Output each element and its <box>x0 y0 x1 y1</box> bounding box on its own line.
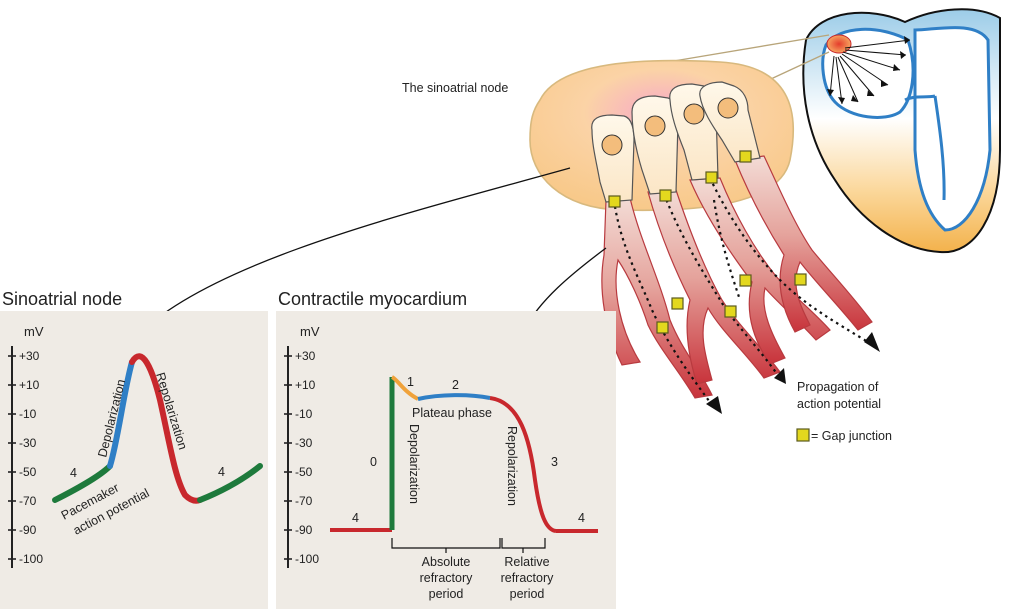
myo-panel: Contractile myocardium mV +30 +10 -10 -30 -5… <box>276 289 616 609</box>
myo-phase-3: 3 <box>551 455 558 469</box>
propagation-arrowheads <box>706 332 880 414</box>
sa-node-label: The sinoatrial node <box>402 81 508 95</box>
myo-phase-2: 2 <box>452 378 459 392</box>
callout-arrow-sa <box>135 167 571 338</box>
myo-tick-label: +30 <box>295 349 316 363</box>
sa-tick-label: +10 <box>19 378 40 392</box>
myo-depolarization-label: Depolarization <box>407 424 421 504</box>
relative-refractory-bracket <box>501 538 546 553</box>
heart-arrowheads <box>827 36 910 104</box>
relative-refractory-line1: Relative <box>504 555 549 569</box>
heart-illustration <box>802 8 1001 254</box>
sa-phase-4-right: 4 <box>218 465 225 479</box>
myo-plateau-label: Plateau phase <box>412 406 492 420</box>
myo-phase-1: 1 <box>407 375 414 389</box>
sa-panel-title: Sinoatrial node <box>2 289 122 309</box>
heart-sa-node-dot <box>826 34 852 54</box>
sa-curve-phase4-right <box>197 463 263 503</box>
absolute-refractory-line2: refractory <box>420 571 474 585</box>
myo-curve-phase1 <box>390 375 419 401</box>
propagation-label-line2: action potential <box>797 397 881 411</box>
sa-node-illustration <box>529 59 880 414</box>
gap-junction-legend-label: = Gap junction <box>811 429 892 443</box>
myo-tick-label: -30 <box>295 436 313 450</box>
sa-phase-4-left: 4 <box>70 466 77 480</box>
propagation-paths <box>612 177 869 406</box>
absolute-refractory-line1: Absolute <box>422 555 471 569</box>
myo-tick-label: +10 <box>295 378 316 392</box>
sa-curve-repolarization <box>129 353 203 504</box>
absolute-refractory-bracket <box>391 538 501 553</box>
relative-refractory-line2: refractory <box>501 571 555 585</box>
heart-conduction-arrows <box>829 39 911 105</box>
myo-panel-unit: mV <box>300 324 320 339</box>
myo-repolarization-label: Repolarization <box>505 426 519 506</box>
cell-nuclei <box>601 97 739 156</box>
myo-tick-label: -50 <box>295 465 313 479</box>
myo-phase-0: 0 <box>370 455 377 469</box>
myo-y-ticks: +30 +10 -10 -30 -50 -70 -90 -100 <box>284 349 319 566</box>
sa-panel-unit: mV <box>24 324 44 339</box>
sa-tick-label: -90 <box>19 523 37 537</box>
sa-tick-label: -100 <box>19 552 43 566</box>
myocardial-fibers <box>601 155 873 399</box>
sa-curve-depolarization <box>107 359 135 469</box>
heart-valve-line <box>904 94 946 201</box>
heart-septum <box>913 26 992 232</box>
myo-tick-label: -70 <box>295 494 313 508</box>
sa-y-ticks: +30 +10 -10 -30 -50 -70 -90 -100 <box>8 349 43 566</box>
propagation-label-line1: Propagation of <box>797 380 879 394</box>
absolute-refractory-line3: period <box>429 587 464 601</box>
pacemaker-cells <box>591 81 761 203</box>
myo-tick-label: -10 <box>295 407 313 421</box>
sa-tick-label: -70 <box>19 494 37 508</box>
myo-phase-4-left: 4 <box>352 511 359 525</box>
myo-panel-background <box>276 311 616 609</box>
myo-curve-phase3 <box>489 396 557 533</box>
sa-tick-label: -10 <box>19 407 37 421</box>
sa-tick-label: +30 <box>19 349 40 363</box>
sa-tick-label: -30 <box>19 436 37 450</box>
myo-panel-title: Contractile myocardium <box>278 289 467 309</box>
gap-junctions <box>608 150 807 334</box>
sa-curve-phase4-left <box>52 463 113 503</box>
myo-curve-phase2 <box>417 393 491 401</box>
myo-tick-label: -90 <box>295 523 313 537</box>
myo-phase-4-right: 4 <box>578 511 585 525</box>
gap-junction-legend-swatch <box>796 428 810 442</box>
relative-refractory-line3: period <box>510 587 545 601</box>
sa-tick-label: -50 <box>19 465 37 479</box>
myo-tick-label: -100 <box>295 552 319 566</box>
sa-panel: Sinoatrial node mV +30 +10 -10 -30 -50 -70 -90… <box>0 289 268 609</box>
